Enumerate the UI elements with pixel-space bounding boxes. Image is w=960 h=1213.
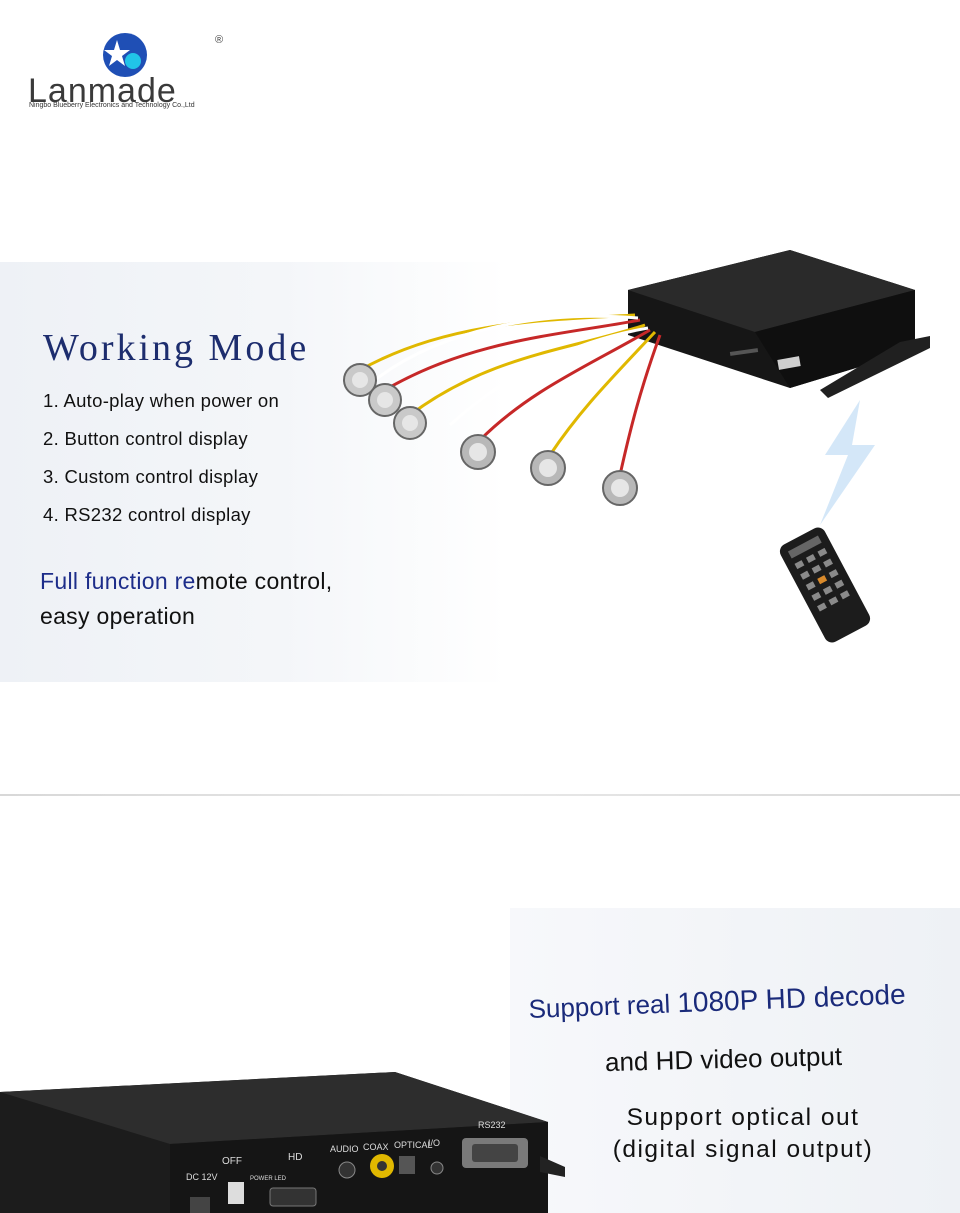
- hd-decode-prefix: Support real: [528, 988, 678, 1024]
- section-divider: [0, 794, 960, 796]
- logo-star-icon: [103, 33, 147, 77]
- audio-label: AUDIO: [330, 1144, 359, 1154]
- working-mode-title: Working Mode: [43, 327, 310, 369]
- remote-tagline-highlight: Full function re: [40, 568, 196, 594]
- brand-logo: Lanmade ® Ningbo Blueberry Electronics a…: [28, 28, 238, 118]
- hd-output-panel: [510, 908, 960, 1213]
- player-back-panel-image: DC 12V OFF POWER LED HD AUDIO COAX OPTIC…: [0, 1072, 565, 1213]
- brand-name: Lanmade: [28, 72, 177, 110]
- optical-label: OPTICAL: [394, 1140, 433, 1150]
- list-item: 2. Button control display: [43, 428, 248, 449]
- optical-out-line2: (digital signal output): [612, 1136, 874, 1163]
- rs232-label: RS232: [478, 1120, 506, 1130]
- optical-out-line1: Support optical out: [626, 1104, 860, 1131]
- io-label: I/O: [428, 1138, 440, 1148]
- remote-tagline-line2: easy operation: [40, 603, 196, 629]
- remote-tagline-rest: mote control,: [195, 568, 333, 594]
- dc-label: DC 12V: [186, 1172, 218, 1182]
- hd-port-label: HD: [288, 1152, 302, 1163]
- optical-out-text: Support optical out (digital signal outp…: [598, 1102, 888, 1166]
- hd-video-output-text: and HD video output: [604, 1040, 843, 1078]
- coax-label: COAX: [363, 1142, 389, 1152]
- off-label: OFF: [222, 1156, 242, 1167]
- player-with-buttons-image: [343, 250, 930, 643]
- company-name: Ningbo Blueberry Electronics and Technol…: [29, 102, 195, 109]
- list-item: 1. Auto-play when power on: [43, 390, 280, 411]
- list-item: 3. Custom control display: [43, 466, 259, 487]
- list-item: 4. RS232 control display: [43, 504, 251, 525]
- working-mode-list: 1. Auto-play when power on 2. Button con…: [43, 390, 279, 542]
- remote-tagline: Full function remote control, easy opera…: [40, 564, 333, 634]
- power-led-label: POWER LED: [250, 1176, 287, 1182]
- registered-mark: ®: [215, 34, 224, 46]
- working-mode-panel: [0, 262, 507, 682]
